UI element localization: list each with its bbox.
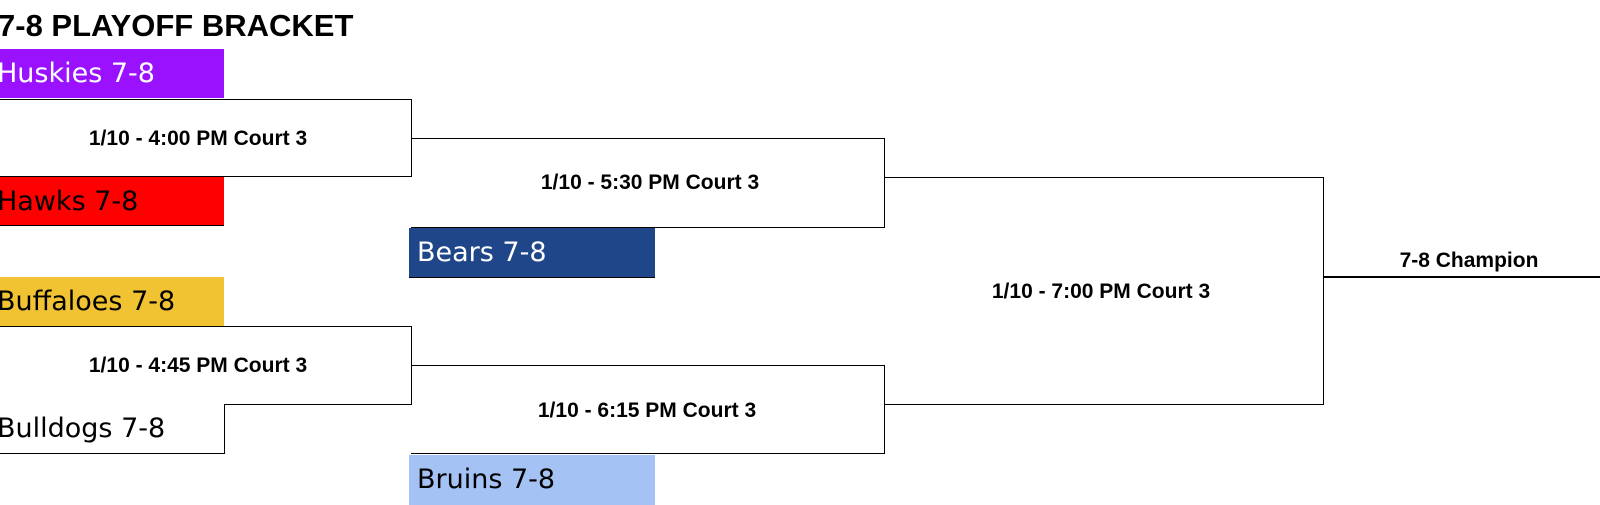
team-label: Bruins 7-8 — [417, 464, 556, 495]
round1-game2-time: 1/10 - 4:45 PM Court 3 — [88, 354, 308, 377]
round2-game2-time: 1/10 - 6:15 PM Court 3 — [537, 399, 757, 422]
champion-line — [1323, 276, 1600, 278]
round2-game1-box — [411, 138, 885, 228]
team-label: Buffaloes 7-8 — [0, 286, 176, 317]
champion-label: 7-8 Champion — [1399, 249, 1539, 272]
team-bruins: Bruins 7-8 — [409, 455, 655, 505]
final-game-box — [884, 177, 1324, 405]
team-bulldogs: Bulldogs 7-8 — [0, 404, 225, 454]
team-label: Hawks 7-8 — [0, 186, 139, 217]
round1-game1-time: 1/10 - 4:00 PM Court 3 — [88, 127, 308, 150]
team-buffaloes: Buffaloes 7-8 — [0, 277, 224, 326]
round2-game1-time: 1/10 - 5:30 PM Court 3 — [540, 171, 760, 194]
team-bears: Bears 7-8 — [409, 228, 655, 278]
team-label: Bears 7-8 — [417, 237, 547, 268]
team-label: Bulldogs 7-8 — [0, 413, 166, 444]
team-huskies: Huskies 7-8 — [0, 49, 224, 98]
team-hawks: Hawks 7-8 — [0, 177, 224, 226]
page-title: 7-8 PLAYOFF BRACKET — [0, 8, 354, 43]
team-label: Huskies 7-8 — [0, 58, 155, 89]
final-game-time: 1/10 - 7:00 PM Court 3 — [991, 280, 1211, 303]
round2-game2-box — [411, 365, 885, 454]
